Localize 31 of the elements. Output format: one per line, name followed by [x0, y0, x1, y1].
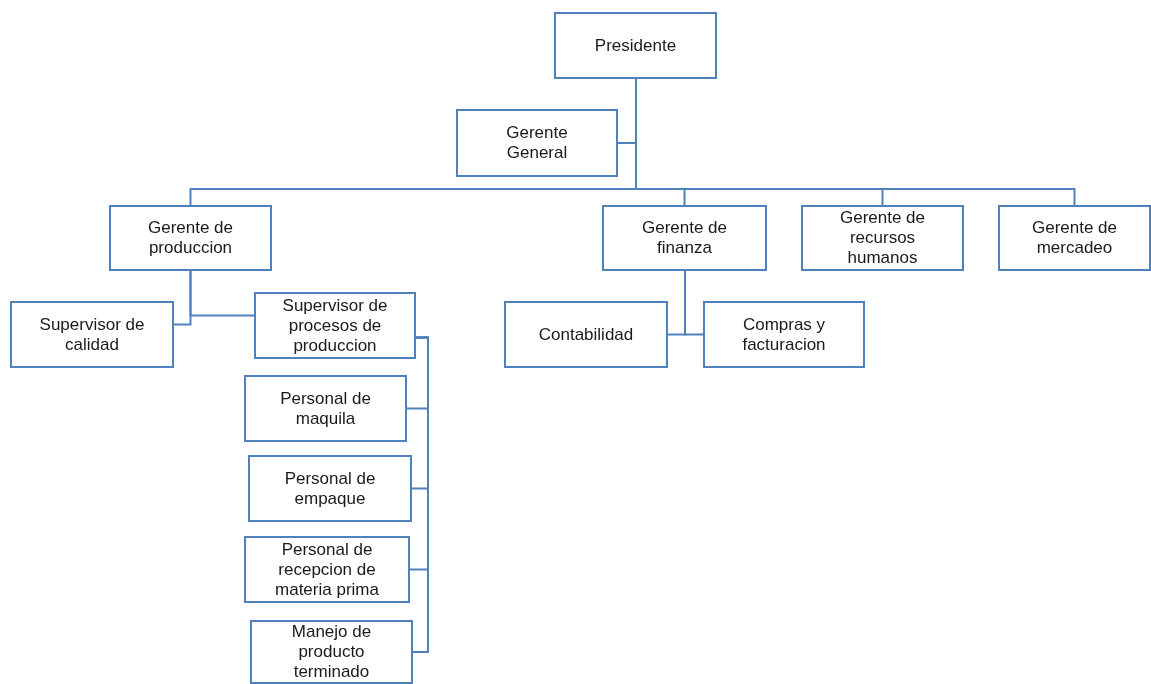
role-label: Contabilidad: [538, 324, 634, 345]
org-box: [703, 301, 865, 368]
org-box: [244, 375, 407, 442]
role-label: Gerente de finanza: [640, 218, 729, 258]
org-box: [254, 292, 416, 359]
org-box: [801, 205, 964, 271]
role-label: Personal de maquila: [279, 388, 372, 429]
role-label: Supervisor de procesos de produccion: [281, 295, 389, 356]
role-label: Gerente de produccion: [146, 218, 235, 258]
connector-line: [189, 270, 255, 317]
role-label: Manejo de producto terminado: [290, 622, 373, 682]
role-label: Compras y facturacion: [741, 314, 827, 355]
role-label: Supervisor de calidad: [38, 314, 146, 355]
role-label: Presidente: [594, 35, 677, 56]
role-label: Personal de empaque: [283, 468, 377, 509]
org-box: [504, 301, 668, 368]
org-box: [10, 301, 174, 368]
role-label: Gerente General: [505, 123, 569, 163]
connector-line: [412, 336, 429, 653]
org-box: [109, 205, 272, 271]
connector-line: [684, 270, 704, 336]
org-box: [456, 109, 618, 177]
org-box: [602, 205, 767, 271]
role-label: Gerente de recursos humanos: [838, 208, 927, 268]
role-label: Personal de recepcion de materia prima: [274, 539, 380, 600]
org-box: [250, 620, 413, 684]
org-box: [998, 205, 1151, 271]
org-box: [244, 536, 410, 603]
role-label: Gerente de mercadeo: [1030, 218, 1119, 258]
org-box: [248, 455, 412, 522]
org-box: [554, 12, 717, 79]
